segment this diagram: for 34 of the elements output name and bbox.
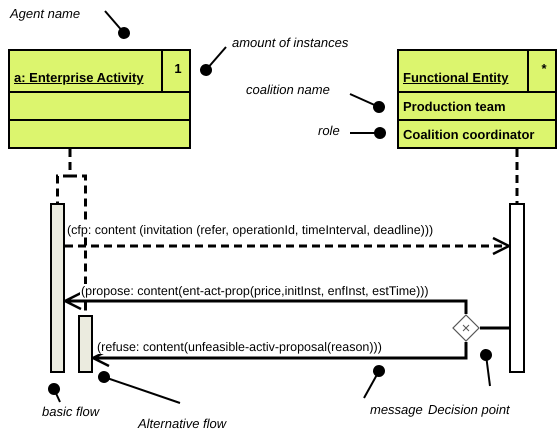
message-arrow bbox=[92, 342, 468, 368]
annotation-label: Alternative flow bbox=[138, 416, 226, 431]
annotation-label: Agent name bbox=[10, 6, 80, 21]
annotation-label: basic flow bbox=[42, 404, 100, 419]
leader-line bbox=[48, 383, 61, 402]
leader-line bbox=[480, 349, 492, 386]
annotation-label: message bbox=[370, 402, 423, 417]
instance-count: * bbox=[541, 61, 547, 76]
annotation-label: amount of instances bbox=[232, 35, 348, 50]
message-arrow bbox=[64, 292, 468, 314]
coalition-name: Production team bbox=[403, 98, 506, 114]
annotation-label: role bbox=[318, 123, 340, 138]
leader-line bbox=[98, 371, 180, 404]
edge-label: (cfp: content (invitation (refer, operationId, timeInterval, deadline))) bbox=[66, 223, 434, 237]
instance-count: 1 bbox=[174, 61, 182, 76]
leader-line bbox=[104, 10, 130, 39]
leader-line bbox=[350, 127, 386, 139]
agent-name: Functional Entity bbox=[403, 70, 508, 85]
activation-bar bbox=[509, 203, 525, 373]
annotation-label: coalition name bbox=[246, 82, 330, 97]
leader-line bbox=[200, 46, 227, 76]
activation-bar bbox=[50, 203, 65, 373]
activation-bar bbox=[78, 315, 93, 373]
leader-line bbox=[350, 93, 385, 113]
role-name: Coalition coordinator bbox=[403, 126, 534, 142]
edge-label: (refuse: content(unfeasible-activ-proposal(reason))) bbox=[96, 340, 383, 354]
agent-box bbox=[8, 49, 191, 149]
edge-label: (propose: content(ent-act-prop(price,initInst, enfInst, estTime))) bbox=[80, 284, 430, 298]
agent-box bbox=[397, 49, 557, 149]
message-arrow bbox=[65, 236, 510, 256]
annotation-label: Decision point bbox=[428, 402, 510, 417]
leader-line bbox=[363, 365, 385, 398]
agent-name: a: Enterprise Activity bbox=[14, 70, 144, 85]
lifeline bbox=[516, 149, 518, 203]
